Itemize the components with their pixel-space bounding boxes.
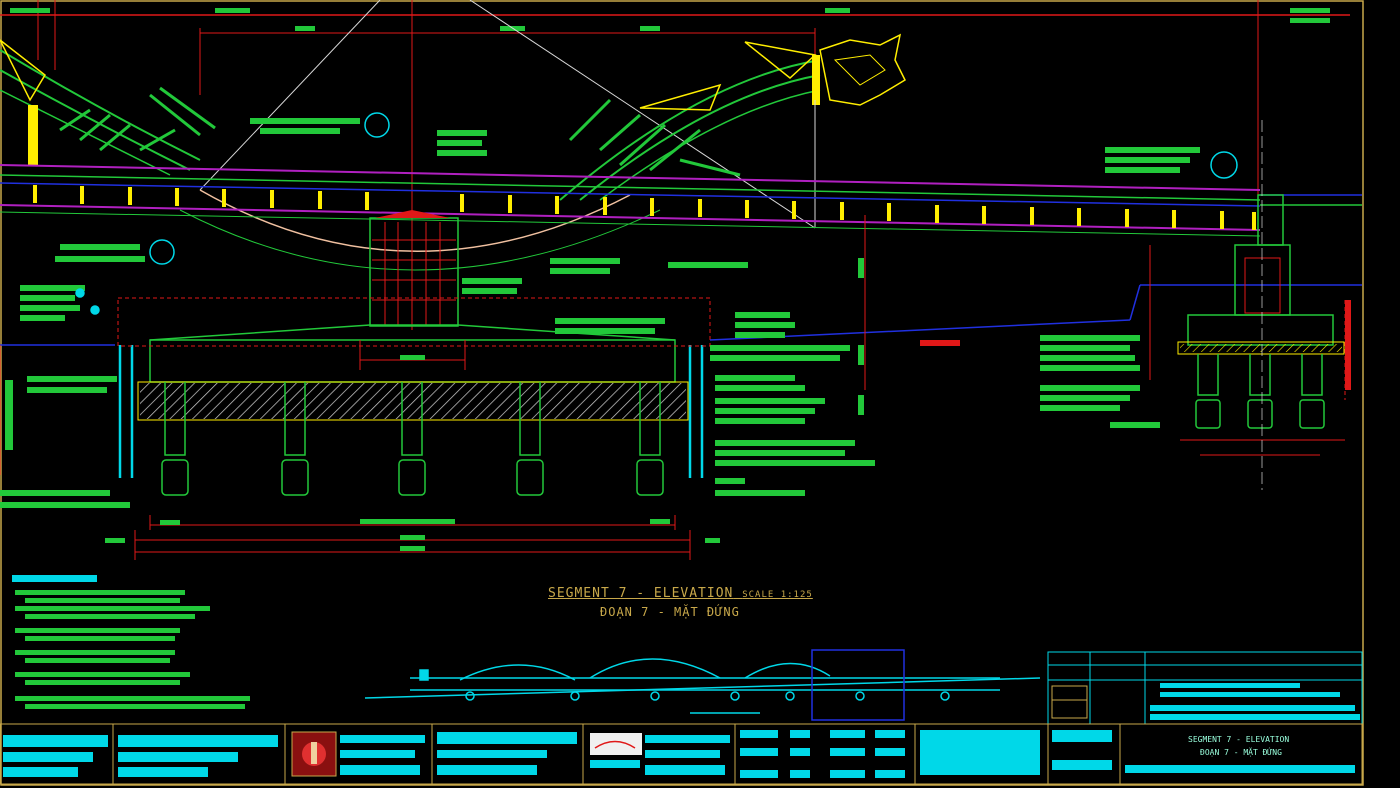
title-block-logo [291,731,337,777]
revision-block-text [1150,683,1360,720]
section-markers [75,112,1238,315]
pile-cap-hatch [140,383,686,419]
deck-hangers [33,185,1256,230]
cable-stay-lines [179,0,816,271]
sheet-piles [118,345,704,478]
top-dimension-lines [0,0,1350,330]
right-abutment [1149,120,1346,490]
title-block-sheet-title: SEGMENT 7 - ELEVATION [1188,735,1290,744]
dragon-arch-right [559,33,906,228]
cofferdam-outline [117,297,711,347]
title-block-thumbnail [590,733,642,768]
title-block-fields [3,730,1355,778]
revision-block [1047,651,1363,725]
general-notes [12,575,250,709]
annotation-notes [0,118,1200,508]
drawing-border [0,0,1364,786]
red-annotations [920,300,1351,390]
title-block-sheet-subtitle: ĐOẠN 7 - MẶT ĐỨNG [1200,748,1282,757]
drawing-title: SEGMENT 7 - ELEVATION SCALE 1:125 [548,586,813,601]
pier-dimension-labels [105,355,720,551]
drawing-subtitle: ĐOẠN 7 - MẶT ĐỨNG [600,605,740,619]
bridge-deck [0,164,1362,237]
dragon-arch-left [0,39,216,176]
pier-dimensions [134,340,691,560]
key-plan [364,649,1041,721]
title-block [0,723,1363,785]
piles-main [161,382,664,496]
water-level [0,215,1362,475]
